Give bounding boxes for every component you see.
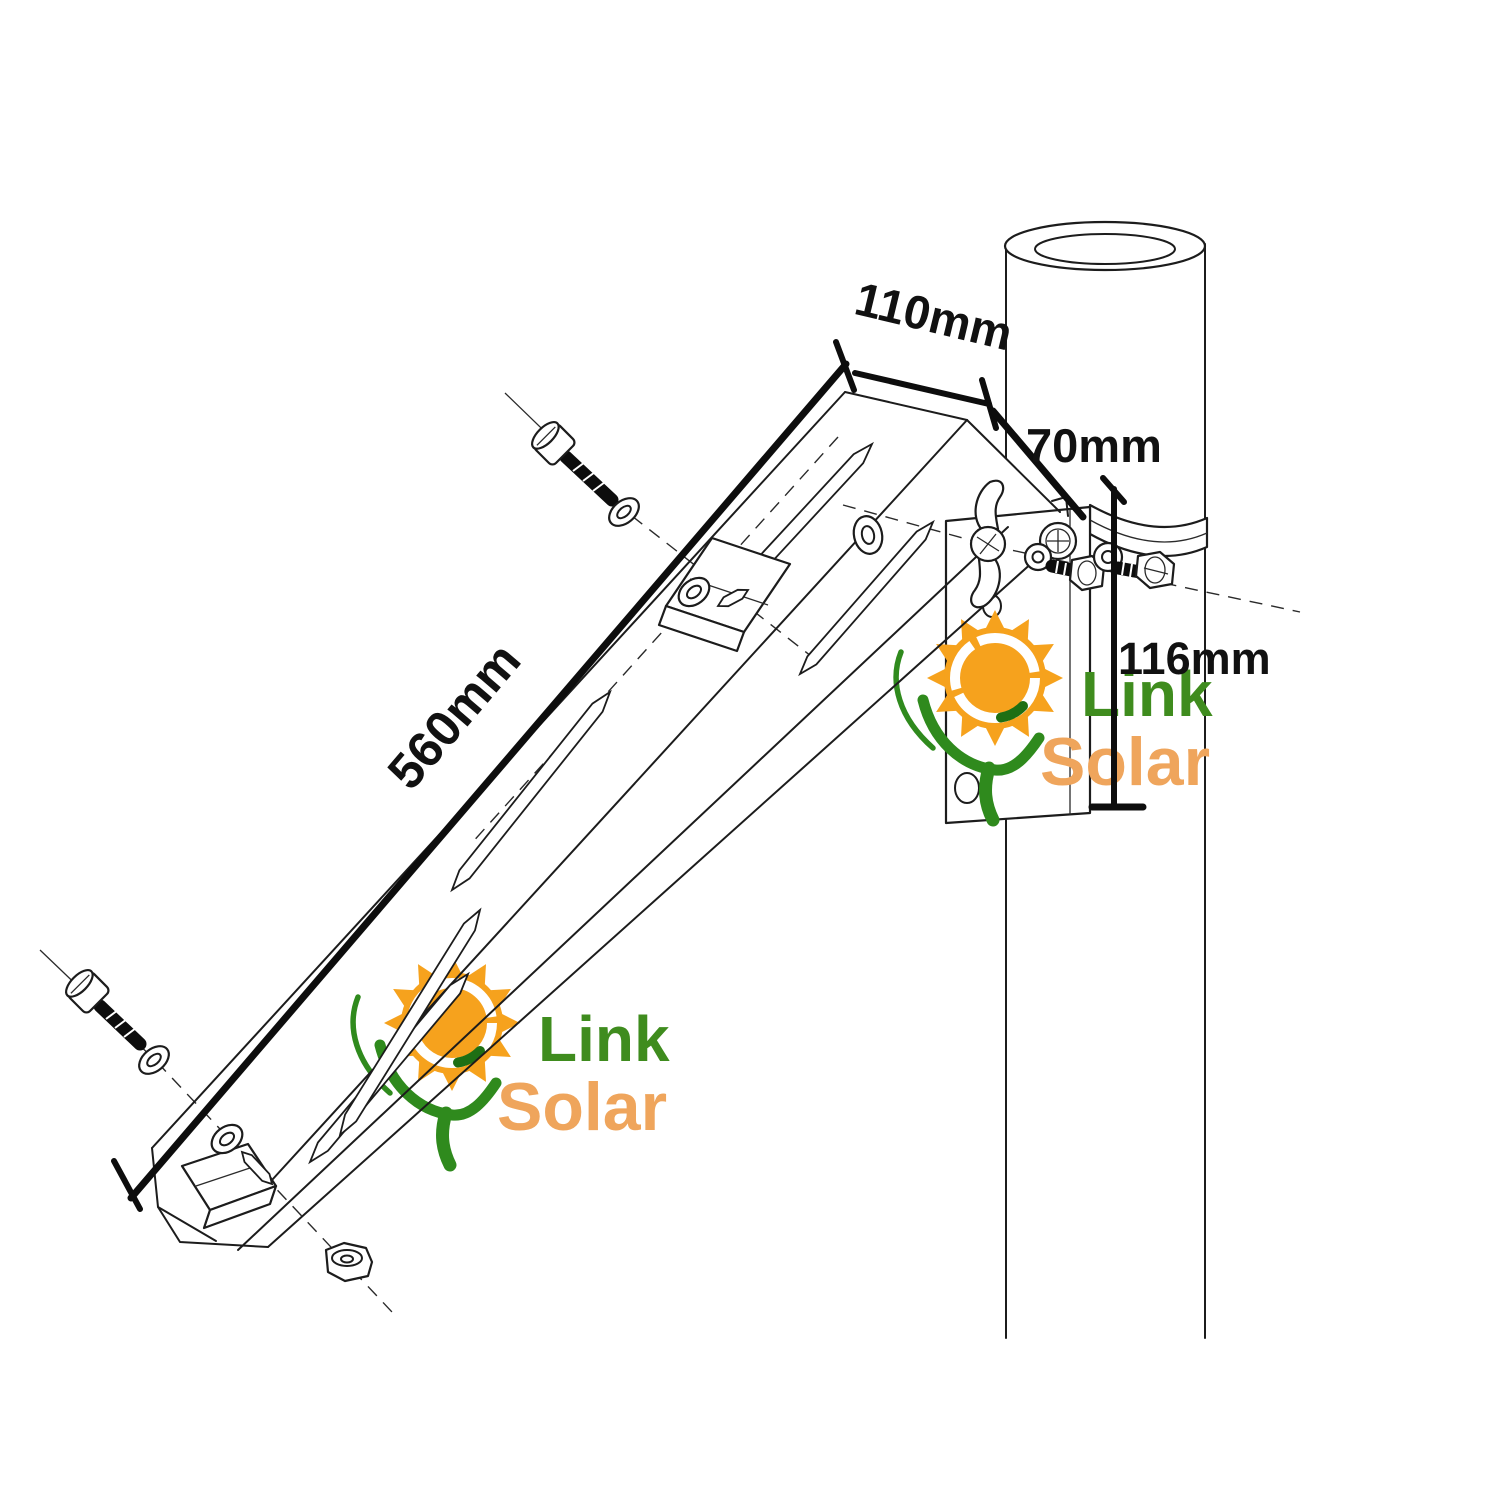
channel-bottom-end-cut — [151, 1147, 269, 1248]
sun-ring — [950, 633, 1040, 723]
channel-edge-flange — [267, 560, 1035, 1248]
washer-outer — [852, 515, 884, 555]
head-slot — [536, 426, 556, 446]
clamp-stud — [716, 588, 750, 608]
exploded-bolt-upper — [531, 421, 640, 527]
head-face — [65, 969, 94, 998]
washer-floating — [852, 515, 884, 555]
bolt-head — [531, 421, 576, 466]
spring-washer — [138, 1045, 170, 1075]
hex-nut-bottom — [324, 1241, 374, 1283]
clamp-tab — [202, 1184, 278, 1230]
mounting-pole — [1003, 220, 1207, 1339]
plate-hardware — [852, 479, 1176, 609]
nut-hole — [340, 1254, 354, 1264]
dimension-116mm: 116mm — [1088, 486, 1271, 811]
vine-leaf-left — [893, 649, 936, 751]
washer-hole — [218, 1131, 236, 1147]
washer-outer — [210, 1123, 244, 1155]
slider-clamp-lower — [180, 1123, 278, 1230]
dim-label-110: 110mm — [850, 272, 1017, 361]
pole-strap-clamp — [1088, 503, 1209, 558]
nut-top-face — [331, 1249, 363, 1267]
dim-line — [852, 370, 992, 407]
strap-band — [1088, 503, 1209, 558]
dim-tick-top — [833, 339, 857, 393]
bolt-shaft — [559, 450, 619, 507]
slider-clamp-upper — [657, 536, 792, 653]
vine-arc-dark — [996, 701, 1028, 723]
bolt-head-face — [1144, 556, 1166, 584]
logo-text-link: Link — [1081, 658, 1213, 730]
pole-inner-wall — [1034, 233, 1176, 265]
screw-head-inner — [1045, 528, 1071, 554]
spring-washer — [608, 497, 640, 527]
washer-hole — [860, 525, 876, 545]
wing-knob — [969, 479, 1007, 609]
washer-hole — [146, 1052, 162, 1068]
vine-arc-dark — [453, 1046, 485, 1068]
dim-tick-right — [979, 377, 999, 431]
vine-tail — [979, 761, 1000, 827]
head-slot — [70, 974, 90, 994]
washer-front — [1023, 542, 1053, 572]
washer-outer — [138, 1045, 170, 1075]
logo-text-solar: Solar — [497, 1069, 667, 1145]
hex-bolt-strap — [1111, 550, 1176, 590]
exploded-bolt-lower — [65, 969, 170, 1075]
washer-hole — [616, 504, 632, 520]
bolt-head-slot — [1143, 567, 1169, 575]
wing-lower — [970, 556, 1001, 609]
channel-top-end-edge — [844, 391, 968, 421]
clamp-tab — [657, 604, 746, 653]
strap-mid-line — [1089, 519, 1208, 543]
adjustment-slot-2 — [450, 689, 612, 893]
slot-centerline-dashed — [469, 436, 839, 846]
clamp-washer — [210, 1123, 244, 1155]
clamp-stud — [240, 1150, 274, 1186]
bolt-head — [1134, 550, 1176, 590]
dimension-70mm: 70mm — [989, 407, 1162, 521]
washer-hole — [1031, 550, 1045, 564]
adjustment-slot-5 — [798, 519, 935, 677]
dim-label-70: 70mm — [1026, 419, 1162, 472]
channel-head-cut — [966, 419, 1061, 513]
adjustment-slot-4 — [338, 907, 482, 1138]
link-solar-logo-upper: Link Solar — [893, 610, 1213, 827]
hardware-axis-dashed — [842, 504, 1301, 613]
head-face — [531, 421, 560, 450]
washer-outer — [677, 576, 711, 608]
bracket-channel-body — [152, 392, 1068, 1247]
washer-hole — [685, 584, 703, 600]
dim-line — [127, 360, 850, 1202]
thread-ticks — [1121, 561, 1133, 578]
washer-outer — [1023, 542, 1053, 572]
clamp-washer — [677, 576, 711, 608]
bolt-head-face — [1077, 560, 1097, 586]
phillips-icon — [1047, 530, 1069, 552]
plate-hole-lower — [954, 772, 980, 804]
channel-bottom-end-inner — [157, 1206, 217, 1242]
logo-text-link: Link — [538, 1003, 670, 1075]
wing-upper — [974, 479, 1005, 532]
bolt-head — [65, 969, 110, 1014]
knob-cross-icon — [976, 533, 1000, 555]
thread-ticks — [1055, 560, 1067, 576]
vine-tail — [436, 1106, 457, 1172]
dim-line — [989, 407, 1087, 521]
channel-edge-web-bottom — [237, 526, 1009, 1251]
pole-top-rim — [1003, 220, 1207, 272]
dim-label-116: 116mm — [1118, 633, 1271, 684]
logo-text-solar: Solar — [1040, 724, 1210, 800]
dim-tick-bottom — [111, 1158, 143, 1212]
thread-ticks — [572, 461, 606, 492]
thread-ticks — [105, 1009, 137, 1038]
